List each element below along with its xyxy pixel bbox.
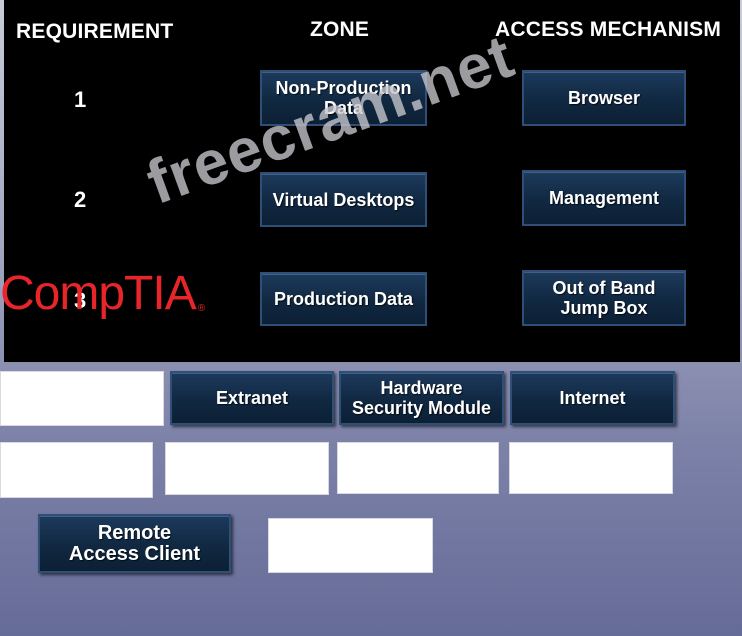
tile-label: Out of Band Jump Box bbox=[552, 278, 656, 318]
tile-label: Non-Production Data bbox=[275, 78, 412, 118]
drop-slot-4[interactable] bbox=[337, 442, 499, 494]
access-tile-management[interactable]: Management bbox=[522, 170, 686, 226]
tile-label: Browser bbox=[567, 88, 641, 108]
requirement-number-3: 3 bbox=[74, 288, 87, 313]
zone-tile-production-data[interactable]: Production Data bbox=[260, 272, 427, 326]
option-tile-internet[interactable]: Internet bbox=[510, 371, 675, 425]
tile-label: Remote Access Client bbox=[68, 521, 201, 565]
requirement-header: REQUIREMENT bbox=[16, 20, 174, 43]
access-mechanism-header: ACCESS MECHANISM bbox=[495, 18, 722, 41]
access-tile-browser[interactable]: Browser bbox=[522, 70, 686, 126]
tile-label: Management bbox=[548, 188, 660, 208]
drop-slot-2[interactable] bbox=[0, 442, 153, 498]
requirement-number-1: 1 bbox=[74, 87, 87, 112]
zone-header: ZONE bbox=[310, 18, 370, 41]
drop-slot-6[interactable] bbox=[268, 518, 433, 573]
answer-board: REQUIREMENT ZONE ACCESS MECHANISM 1 2 3 … bbox=[4, 0, 740, 364]
tile-label: Extranet bbox=[215, 388, 289, 408]
tile-label: Production Data bbox=[273, 289, 413, 309]
option-tile-remote-access-client[interactable]: Remote Access Client bbox=[38, 514, 231, 573]
zone-tile-virtual-desktops[interactable]: Virtual Desktops bbox=[260, 172, 427, 227]
zone-tile-non-production-data[interactable]: Non-Production Data bbox=[260, 70, 427, 126]
option-tile-hardware-security-module[interactable]: Hardware Security Module bbox=[339, 371, 504, 425]
registered-mark: ® bbox=[197, 303, 205, 314]
tile-label: Internet bbox=[559, 388, 626, 408]
tile-label: Virtual Desktops bbox=[272, 189, 415, 210]
tile-label: Hardware Security Module bbox=[351, 378, 492, 418]
requirement-number-2: 2 bbox=[74, 187, 87, 212]
access-tile-out-of-band-jump-box[interactable]: Out of Band Jump Box bbox=[522, 270, 686, 326]
drop-slot-3[interactable] bbox=[165, 442, 329, 495]
logo-text: CompTIA bbox=[0, 267, 197, 320]
drop-slot-5[interactable] bbox=[509, 442, 673, 494]
comptia-logo: CompTIA® bbox=[0, 267, 205, 334]
drop-slot-1[interactable] bbox=[0, 371, 164, 426]
option-tile-extranet[interactable]: Extranet bbox=[170, 371, 334, 425]
